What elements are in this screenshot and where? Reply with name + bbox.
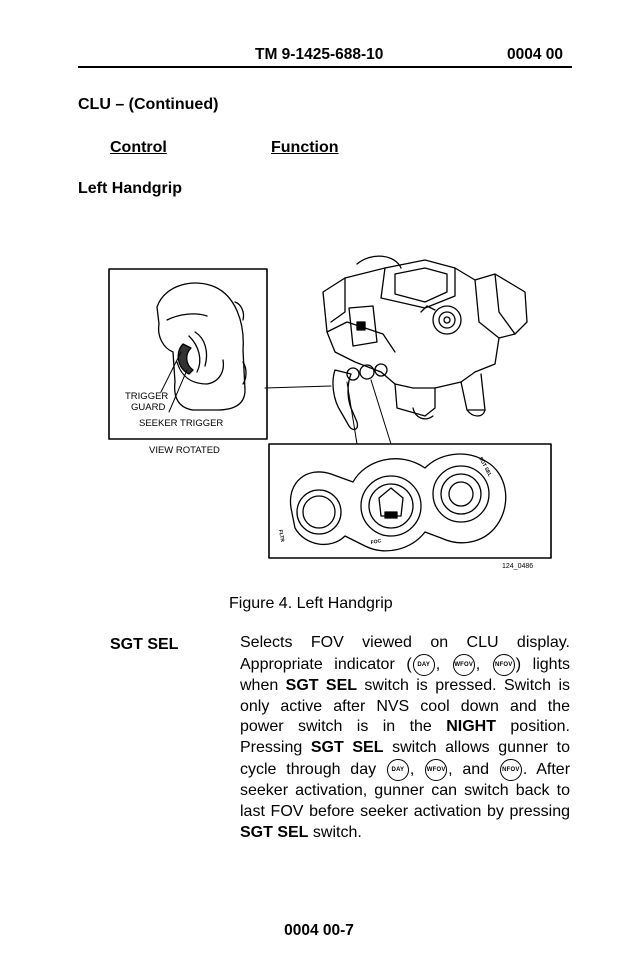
desc-text: position. Pressing [240,718,570,757]
sgt-sel-switch [432,465,490,523]
label-sgt-sel: SGT SEL [477,456,492,478]
control-term: SGT SEL [110,636,179,653]
inset-view-frame [108,268,268,440]
clu-eyepiece [432,305,462,335]
desc-bold: SGT SEL [285,676,358,694]
page-number: 0004 00-7 [284,922,354,939]
clu-left-handgrip [332,369,359,431]
label-trigger: TRIGGER [125,391,168,402]
switch-panel [289,453,507,552]
clu-housing [322,259,528,389]
handgrip-body [156,282,246,411]
focus-switch [360,475,422,537]
day-indicator-icon: DAY [412,653,435,676]
control-description: Selects FOV viewed on CLU display. Appro… [240,633,570,843]
clu-top-window [394,267,448,303]
figure-id: 124_0486 [502,563,533,570]
desc-text: Selects FOV viewed on CLU display. Appro… [240,634,570,674]
wfov-indicator-icon: WFOV [452,653,475,676]
desc-bold: SGT SEL [310,739,384,757]
column-header-function: Function [271,139,339,156]
section-title: CLU – (Continued) [78,96,219,113]
label-view-rotated: VIEW ROTATED [149,445,220,456]
wfov-indicator-icon: WFOV [425,759,448,782]
desc-text: , [435,656,452,674]
header-rule [78,66,572,68]
label-guard: GUARD [131,402,165,413]
label-foc: FOC [370,538,382,546]
left-handgrip-figure: TRIGGER GUARD SEEKER TRIGGER VIEW ROTATE… [108,255,552,570]
label-seeker-trigger: SEEKER TRIGGER [139,418,223,429]
description-paragraph: Selects FOV viewed on CLU display. Appro… [240,633,570,843]
desc-text: switch is pressed. Switch is only active… [240,676,570,736]
desc-text: switch allows gunner to cycle through da… [240,739,570,779]
day-indicator-icon: DAY [386,759,409,782]
detail-view-frame [268,443,552,559]
desc-text: switch. [308,823,362,841]
clu-front-block [348,305,378,347]
seeker-trigger-shape [177,343,194,375]
nfov-indicator-icon: NFOV [492,653,515,676]
desc-text: , [475,656,492,674]
nfov-indicator-icon: NFOV [499,759,522,782]
fltr-switch [296,489,342,535]
subsection-title: Left Handgrip [78,180,182,197]
desc-bold: SGT SEL [240,823,309,841]
desc-text: ) lights when [240,656,571,694]
column-header-control: Control [110,139,167,156]
desc-bold: NIGHT [446,718,497,736]
tm-number: TM 9-1425-688-10 [255,46,384,63]
desc-text: , and [448,761,499,779]
label-fltr: FLTR [277,529,285,543]
desc-text: , [409,761,425,779]
figure-caption: Figure 4. Left Handgrip [229,595,393,612]
work-package-number: 0004 00 [507,46,564,63]
desc-text: . After seeker activation, gunner can sw… [240,761,571,820]
